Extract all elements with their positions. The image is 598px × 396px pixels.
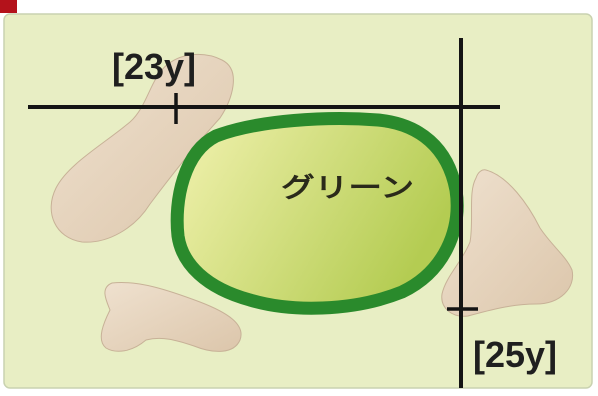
bunker-bottom-left xyxy=(100,281,242,352)
putting-green xyxy=(170,112,464,315)
distance-label-25y: [25y] xyxy=(473,334,557,375)
bunker-top-left xyxy=(50,54,234,243)
distance-label-23y: [23y] xyxy=(112,46,196,87)
bunker-right xyxy=(441,169,574,317)
corner-tab xyxy=(0,0,17,13)
green-label: グリーン xyxy=(281,172,414,204)
